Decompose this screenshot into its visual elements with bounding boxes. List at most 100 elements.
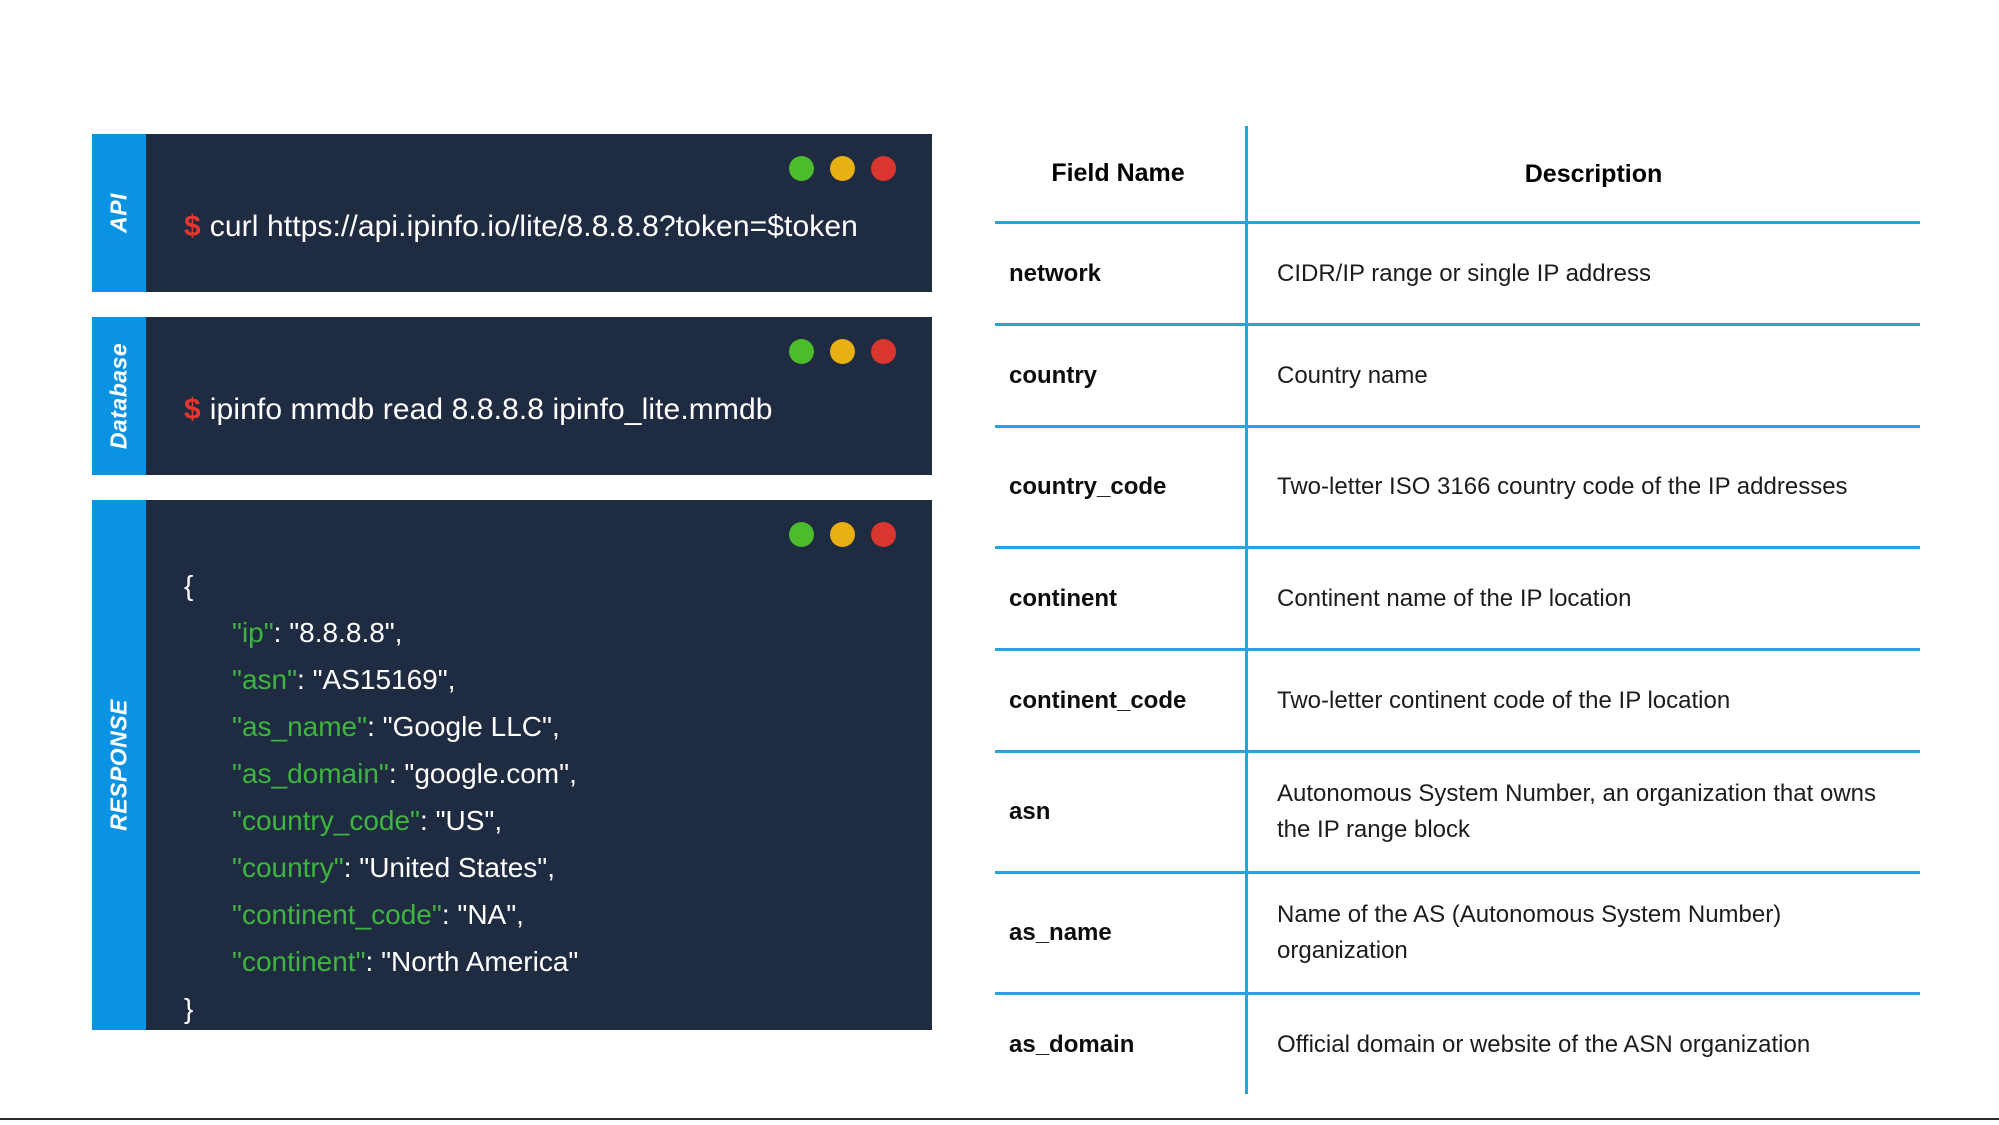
- json-entry: "country": "United States",: [184, 844, 578, 891]
- json-entry: "continent": "North America": [184, 938, 578, 985]
- column-header-field-name: Field Name: [1051, 159, 1185, 187]
- card-side-label-api: API: [92, 134, 146, 292]
- table-column-divider: [1245, 549, 1248, 651]
- json-value: "google.com": [404, 758, 570, 789]
- json-value: "Google LLC": [382, 711, 552, 742]
- terminal-card-database: Database $ipinfo mmdb read 8.8.8.8 ipinf…: [92, 317, 932, 475]
- table-row: country_code Two-letter ISO 3166 country…: [995, 428, 1920, 549]
- shell-prompt-icon: $: [184, 210, 201, 243]
- field-description-cell: Autonomous System Number, an organizatio…: [1277, 780, 1876, 843]
- table-column-divider: [1245, 126, 1248, 224]
- field-name-cell: country: [1009, 361, 1098, 389]
- field-name-cell: as_name: [1009, 919, 1112, 946]
- table-column-divider: [1245, 651, 1248, 753]
- window-maximize-dot-amber[interactable]: [830, 522, 855, 547]
- json-key: "asn": [232, 664, 298, 695]
- json-separator: :: [388, 758, 405, 789]
- json-value: "North America": [381, 946, 579, 977]
- field-description-cell: Two-letter continent code of the IP loca…: [1277, 686, 1731, 714]
- field-reference-table: Field Name Description network CIDR/IP r…: [995, 126, 1920, 1094]
- json-separator: :: [367, 711, 383, 742]
- command-text-api: curl https://api.ipinfo.io/lite/8.8.8.8?…: [209, 210, 858, 243]
- table-row: as_name Name of the AS (Autonomous Syste…: [995, 874, 1920, 995]
- json-value: "NA": [457, 899, 517, 930]
- terminal-body-response: { "ip": "8.8.8.8", "asn": "AS15169", "as…: [146, 500, 932, 1030]
- card-side-label-text: API: [105, 193, 132, 233]
- field-description-cell: Country name: [1277, 361, 1428, 389]
- table-column-divider: [1245, 326, 1248, 428]
- terminal-cards-column: API $curl https://api.ipinfo.io/lite/8.8…: [92, 134, 932, 1030]
- json-separator: :: [273, 617, 290, 648]
- table-row: continent Continent name of the IP locat…: [995, 549, 1920, 651]
- json-comma: ,: [551, 711, 560, 742]
- window-close-dot-red[interactable]: [871, 339, 896, 364]
- json-comma: ,: [547, 852, 556, 883]
- json-entry: "asn": "AS15169",: [184, 656, 578, 703]
- json-entry: "country_code": "US",: [184, 797, 578, 844]
- window-minimize-dot-green[interactable]: [789, 156, 814, 181]
- command-text-database: ipinfo mmdb read 8.8.8.8 ipinfo_lite.mmd…: [209, 393, 773, 426]
- field-name-cell: continent_code: [1009, 686, 1187, 714]
- json-key: "ip": [232, 617, 274, 648]
- json-separator: :: [420, 805, 436, 836]
- terminal-body-database: $ipinfo mmdb read 8.8.8.8 ipinfo_lite.mm…: [146, 317, 932, 475]
- table-column-divider: [1245, 995, 1248, 1094]
- table-row: country Country name: [995, 326, 1920, 428]
- shell-prompt-icon: $: [184, 393, 201, 426]
- json-comma: ,: [494, 805, 503, 836]
- card-side-label-text: Database: [105, 342, 132, 450]
- json-key: "continent_code": [232, 899, 442, 930]
- json-entry: "as_name": "Google LLC",: [184, 703, 578, 750]
- window-close-dot-red[interactable]: [871, 156, 896, 181]
- json-key: "continent": [232, 946, 366, 977]
- card-side-label-database: Database: [92, 317, 146, 475]
- table-column-divider: [1245, 224, 1248, 326]
- json-value: "United States": [359, 852, 548, 883]
- window-maximize-dot-amber[interactable]: [830, 339, 855, 364]
- card-side-label-text: RESPONSE: [105, 699, 132, 831]
- window-controls: [789, 522, 896, 547]
- command-line-wrapper-database: $ipinfo mmdb read 8.8.8.8 ipinfo_lite.mm…: [184, 393, 773, 427]
- terminal-body-api: $curl https://api.ipinfo.io/lite/8.8.8.8…: [146, 134, 932, 292]
- field-name-cell: asn: [1009, 798, 1051, 825]
- json-open-brace: {: [184, 570, 194, 601]
- json-key: "country_code": [232, 805, 420, 836]
- json-comma: ,: [569, 758, 577, 789]
- json-separator: :: [441, 899, 458, 930]
- json-response-body: { "ip": "8.8.8.8", "asn": "AS15169", "as…: [184, 562, 578, 1032]
- field-name-cell: as_domain: [1009, 1030, 1135, 1058]
- column-header-description: Description: [1524, 159, 1663, 188]
- json-key: "as_domain": [232, 758, 389, 789]
- field-description-cell: Official domain or website of the ASN or…: [1277, 1030, 1811, 1058]
- json-key: "country": [232, 852, 344, 883]
- page-bottom-rule: [0, 1118, 1999, 1120]
- terminal-card-response: RESPONSE { "ip": "8.8.8.8", "asn": "AS15…: [92, 500, 932, 1030]
- table-row: as_domain Official domain or website of …: [995, 995, 1920, 1094]
- json-entry: "as_domain": "google.com",: [184, 750, 578, 797]
- command-line-api: $curl https://api.ipinfo.io/lite/8.8.8.8…: [184, 210, 858, 244]
- command-line-wrapper-api: $curl https://api.ipinfo.io/lite/8.8.8.8…: [184, 210, 858, 244]
- field-description-cell: Two-letter ISO 3166 country code of the …: [1277, 473, 1848, 500]
- table-column-divider: [1245, 874, 1248, 995]
- window-maximize-dot-amber[interactable]: [830, 156, 855, 181]
- field-description-cell: Name of the AS (Autonomous System Number…: [1277, 901, 1782, 964]
- json-comma: ,: [447, 664, 456, 695]
- json-entry: "continent_code": "NA",: [184, 891, 578, 938]
- table-row: continent_code Two-letter continent code…: [995, 651, 1920, 753]
- window-controls: [789, 156, 896, 181]
- table-row: asn Autonomous System Number, an organiz…: [995, 753, 1920, 874]
- json-comma: ,: [394, 617, 403, 648]
- window-close-dot-red[interactable]: [871, 522, 896, 547]
- field-name-cell: country_code: [1009, 473, 1167, 500]
- command-line-database: $ipinfo mmdb read 8.8.8.8 ipinfo_lite.mm…: [184, 393, 773, 427]
- field-name-cell: network: [1009, 259, 1102, 287]
- window-minimize-dot-green[interactable]: [789, 522, 814, 547]
- window-minimize-dot-green[interactable]: [789, 339, 814, 364]
- json-comma: ,: [516, 899, 524, 930]
- field-name-cell: continent: [1009, 584, 1117, 612]
- json-close-brace: }: [184, 993, 194, 1024]
- terminal-card-api: API $curl https://api.ipinfo.io/lite/8.8…: [92, 134, 932, 292]
- json-value: "8.8.8.8": [289, 617, 395, 648]
- field-description-cell: Continent name of the IP location: [1277, 584, 1632, 612]
- field-description-cell: CIDR/IP range or single IP address: [1277, 259, 1651, 287]
